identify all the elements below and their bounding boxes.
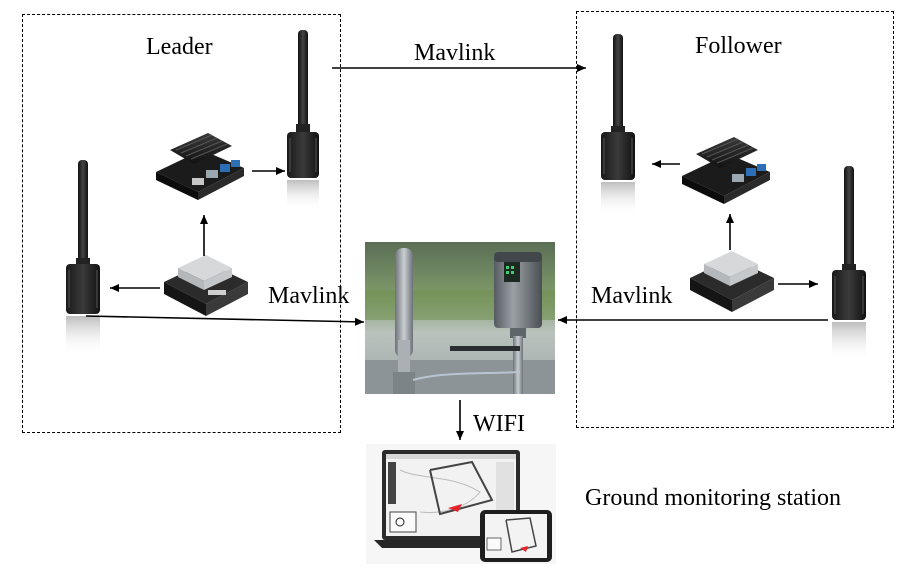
ground-station-devices	[366, 444, 556, 564]
mavlink-left-label: Mavlink	[268, 283, 350, 309]
wifi-label: WIFI	[473, 411, 525, 437]
ground-station-label: Ground monitoring station	[585, 485, 841, 511]
mavlink-top-label: Mavlink	[414, 40, 496, 66]
arrow-leader-radio-to-station	[85, 315, 365, 326]
follower-label: Follower	[695, 33, 782, 59]
leader-flight-controller	[164, 255, 248, 316]
follower-jetson-board	[682, 137, 770, 204]
follower-radio-top	[601, 34, 635, 216]
leader-label: Leader	[146, 34, 213, 60]
base-station-photo	[365, 242, 555, 394]
follower-group-box	[576, 11, 894, 428]
leader-jetson-board	[156, 133, 244, 200]
leader-radio-top	[287, 30, 319, 210]
leader-group-box	[22, 14, 341, 433]
mavlink-right-label: Mavlink	[591, 283, 673, 309]
follower-flight-controller	[690, 251, 774, 312]
follower-radio-right	[832, 166, 866, 362]
leader-radio-left	[66, 160, 100, 356]
